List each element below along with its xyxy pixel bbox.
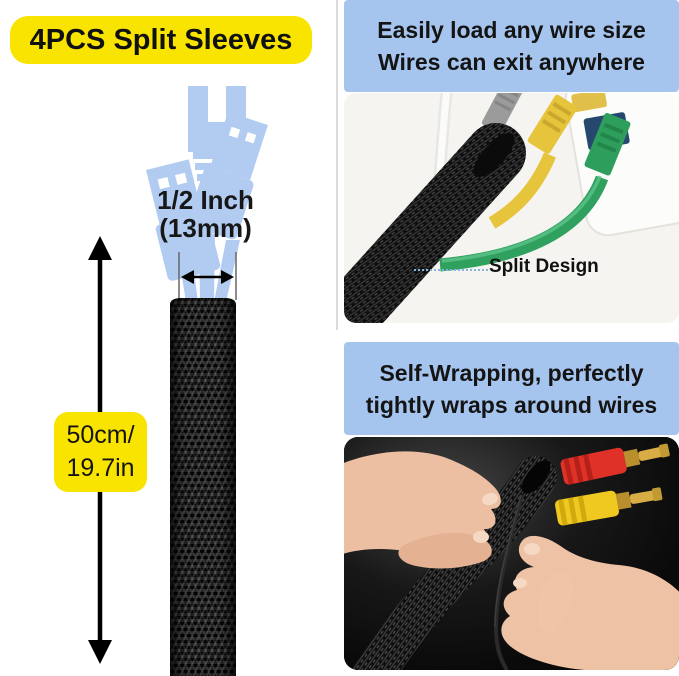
length-callout-line2: 19.7in <box>66 454 135 482</box>
device-port-yellow <box>571 93 607 113</box>
photo-wire-loading-scene <box>344 93 679 323</box>
braided-sleeve-product <box>170 298 236 676</box>
fingernail <box>513 578 527 588</box>
width-callout-line2: (13mm) <box>159 213 252 243</box>
width-callout-line1: 1/2 Inch <box>157 185 254 215</box>
width-callout: 1/2 Inch (13mm) <box>118 186 293 242</box>
split-design-leader-line <box>414 269 488 271</box>
split-design-label: Split Design <box>489 256 599 277</box>
length-callout-line1: 50cm/ <box>66 421 135 449</box>
fingernail <box>524 543 540 555</box>
photo-self-wrapping <box>344 437 679 670</box>
cable-lines <box>176 234 240 302</box>
rca-connector-yellow <box>555 487 663 526</box>
gray-ethernet-connector <box>481 93 524 133</box>
feature-caption-wrap: Self-Wrapping, perfectly tightly wraps a… <box>344 342 679 435</box>
thin-wire-highlight <box>494 494 522 628</box>
right-hand <box>501 535 679 670</box>
photo-self-wrapping-scene <box>344 437 679 670</box>
feature1-line2: Wires can exit anywhere <box>378 49 645 75</box>
measurement-diagram <box>88 86 268 664</box>
sleeve-opening <box>473 132 515 178</box>
fingernail <box>473 531 489 543</box>
yellow-ethernet-connector <box>527 94 578 154</box>
sleeve-end-opening <box>521 460 551 494</box>
width-measure-ticks <box>178 252 237 300</box>
rca-connector-red <box>560 443 670 485</box>
left-hand <box>344 451 501 569</box>
column-divider <box>336 0 338 330</box>
width-measure-arrow <box>181 270 234 284</box>
length-callout: 50cm/ 19.7in <box>54 412 147 492</box>
yellow-cable <box>488 152 556 229</box>
braided-sleeve-photo1 <box>344 123 526 323</box>
fingernail <box>482 492 498 506</box>
title-banner: 4PCS Split Sleeves <box>10 16 312 64</box>
green-cable-highlight <box>441 175 602 263</box>
feature2-line2: tightly wraps around wires <box>365 391 658 418</box>
title-banner-label: 4PCS Split Sleeves <box>29 23 293 56</box>
feature2-line1: Self-Wrapping, perfectly <box>379 359 644 386</box>
feature1-line1: Easily load any wire size <box>377 17 646 43</box>
thin-wire <box>493 494 524 670</box>
feature-caption-load: Easily load any wire size Wires can exit… <box>344 0 679 92</box>
green-cable <box>439 175 609 272</box>
green-ethernet-connector <box>584 113 631 176</box>
photo-wire-loading: Split Design <box>344 93 679 323</box>
